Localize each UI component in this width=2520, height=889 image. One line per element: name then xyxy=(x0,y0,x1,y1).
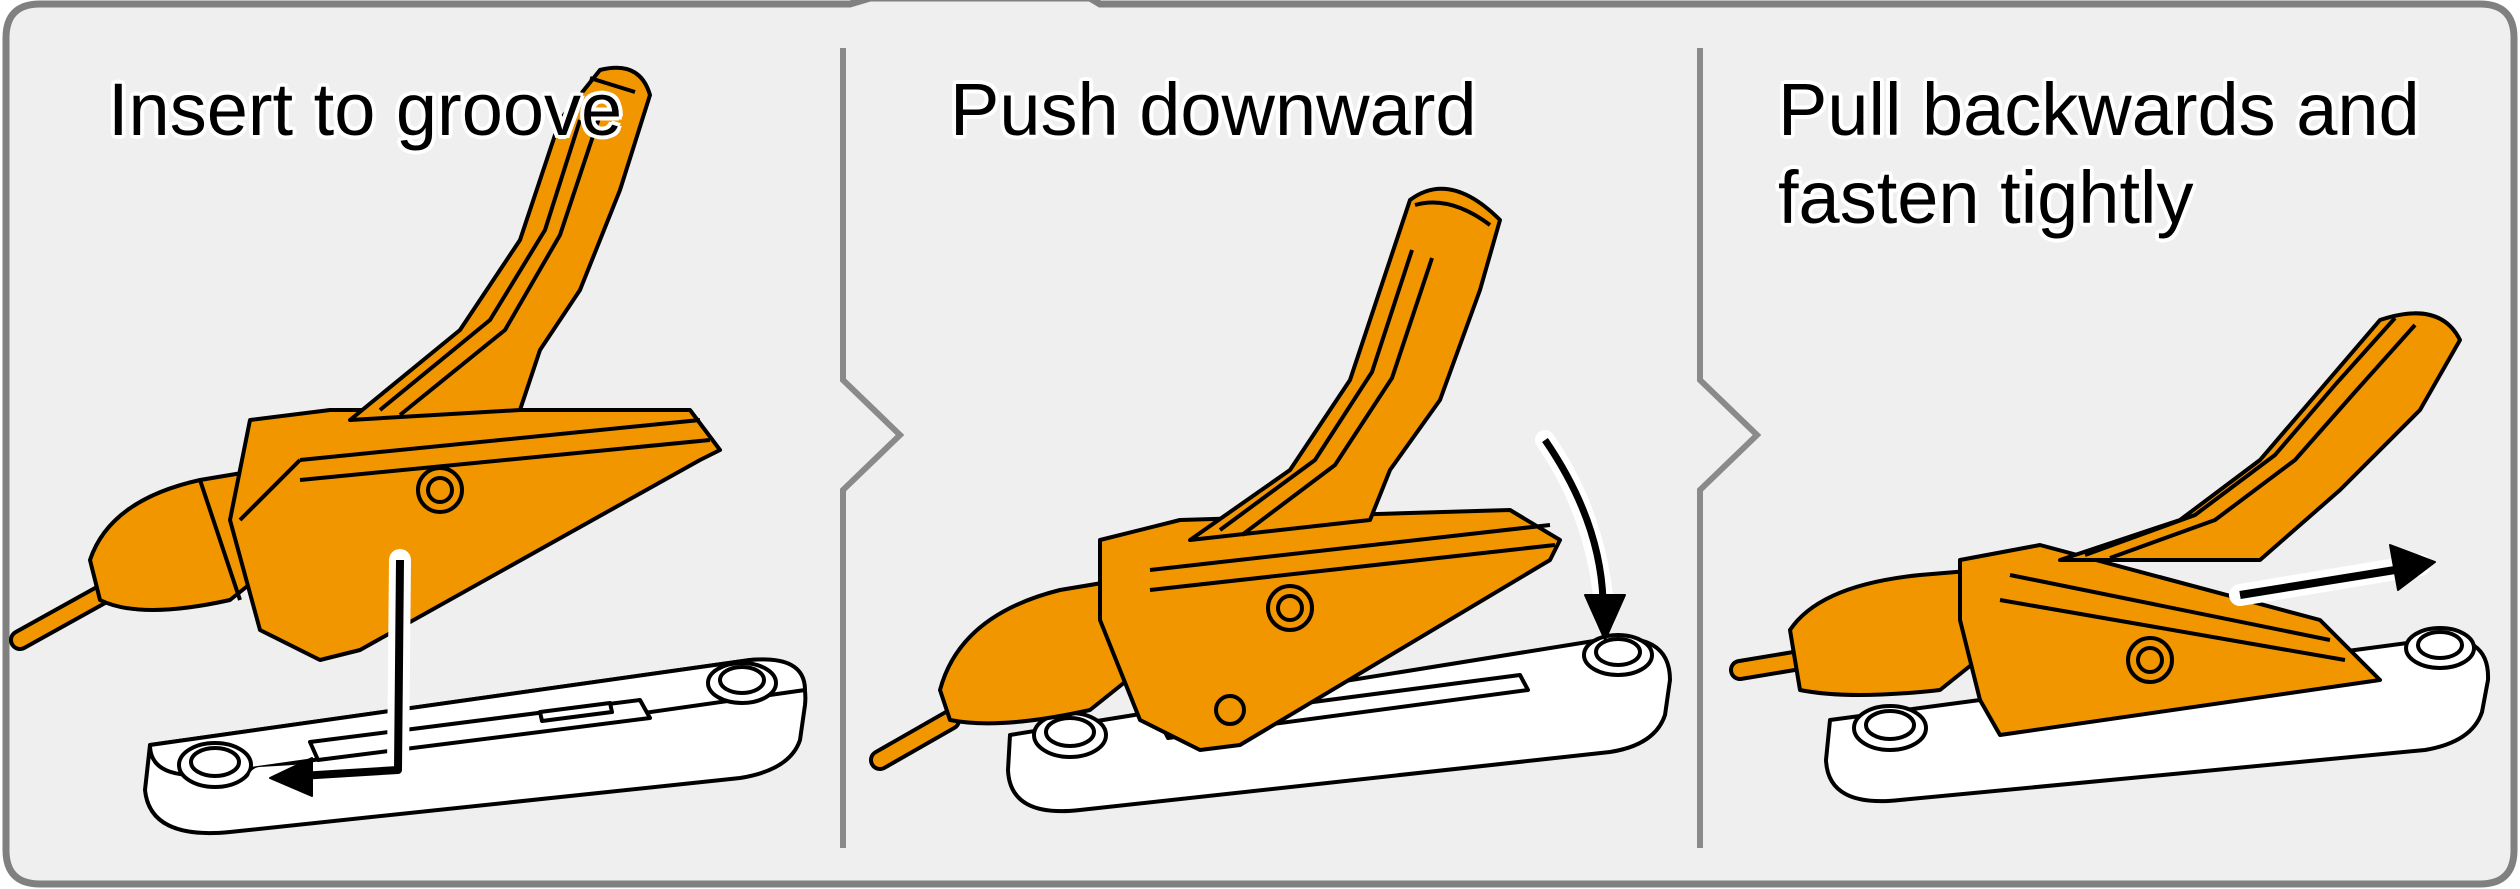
step-3-title-line-2: fasten tightly xyxy=(1778,154,2420,242)
step-3-title-line-1: Pull backwards and xyxy=(1778,66,2420,154)
step-1-title: Insert to groove xyxy=(108,66,622,154)
step-3-title: Pull backwards and fasten tightly xyxy=(1778,66,2420,242)
step-2-title: Push downward xyxy=(950,66,1477,154)
